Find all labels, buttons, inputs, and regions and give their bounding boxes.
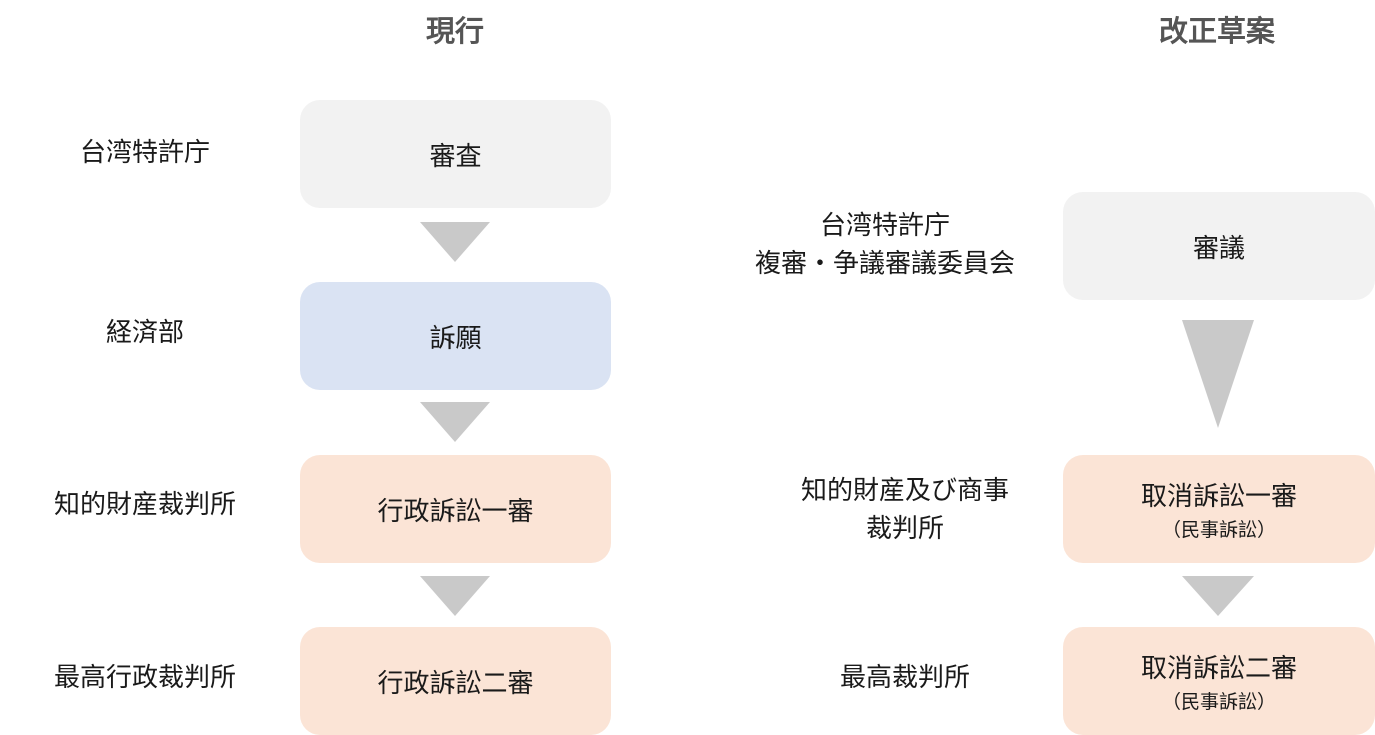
- draft-stage-revocation-second-instance: 取消訴訟二審 （民事訴訟）: [1063, 627, 1375, 735]
- draft-stage-revocation-first-instance: 取消訴訟一審 （民事訴訟）: [1063, 455, 1375, 563]
- down-arrow-icon: [420, 402, 490, 442]
- current-org-moea: 経済部: [105, 318, 184, 348]
- draft-org-review-committee-line2: 複審・争議審議委員会: [754, 249, 1015, 279]
- current-stage-admin-second-instance-label: 行政訴訟二審: [377, 668, 534, 699]
- draft-org-review-committee: 台湾特許庁 複審・争議審議委員会: [725, 205, 1045, 285]
- draft-stage-revocation-second-instance-label: 取消訴訟二審: [1140, 654, 1297, 684]
- draft-org-review-committee-line1: 台湾特許庁: [819, 211, 950, 241]
- current-stage-appeal: 訴願: [300, 282, 611, 390]
- current-stage-admin-first-instance: 行政訴訟一審: [300, 455, 611, 563]
- draft-stage-deliberation: 審議: [1063, 192, 1375, 300]
- draft-column-title: 改正草案: [1158, 14, 1275, 48]
- current-stage-examination-label: 審査: [429, 141, 482, 172]
- down-arrow-icon: [420, 576, 490, 616]
- current-stage-appeal-label: 訴願: [429, 323, 482, 354]
- draft-stage-revocation-first-instance-note: （民事訴訟）: [1161, 519, 1276, 541]
- down-arrow-icon: [1182, 576, 1254, 616]
- draft-stage-revocation-second-instance-note: （民事訴訟）: [1161, 691, 1276, 713]
- current-stage-examination: 審査: [300, 100, 611, 208]
- down-arrow-icon: [420, 222, 490, 262]
- current-org-ip-court: 知的財産裁判所: [53, 490, 236, 520]
- draft-stage-deliberation-label: 審議: [1192, 233, 1245, 264]
- draft-stage-revocation-first-instance-label: 取消訴訟一審: [1140, 482, 1297, 512]
- draft-org-ip-commercial-court-line2: 裁判所: [865, 514, 944, 544]
- current-org-supreme-admin-court: 最高行政裁判所: [53, 663, 236, 693]
- current-column-title: 現行: [425, 14, 484, 48]
- current-org-jpo: 台湾特許庁: [79, 138, 210, 168]
- draft-org-ip-commercial-court-line1: 知的財産及び商事: [800, 476, 1009, 506]
- down-arrow-icon: [1182, 320, 1254, 428]
- current-stage-admin-first-instance-label: 行政訴訟一審: [377, 496, 534, 527]
- draft-org-supreme-court: 最高裁判所: [839, 663, 970, 693]
- draft-org-ip-commercial-court: 知的財産及び商事 裁判所: [740, 470, 1070, 550]
- current-stage-admin-second-instance: 行政訴訟二審: [300, 627, 611, 735]
